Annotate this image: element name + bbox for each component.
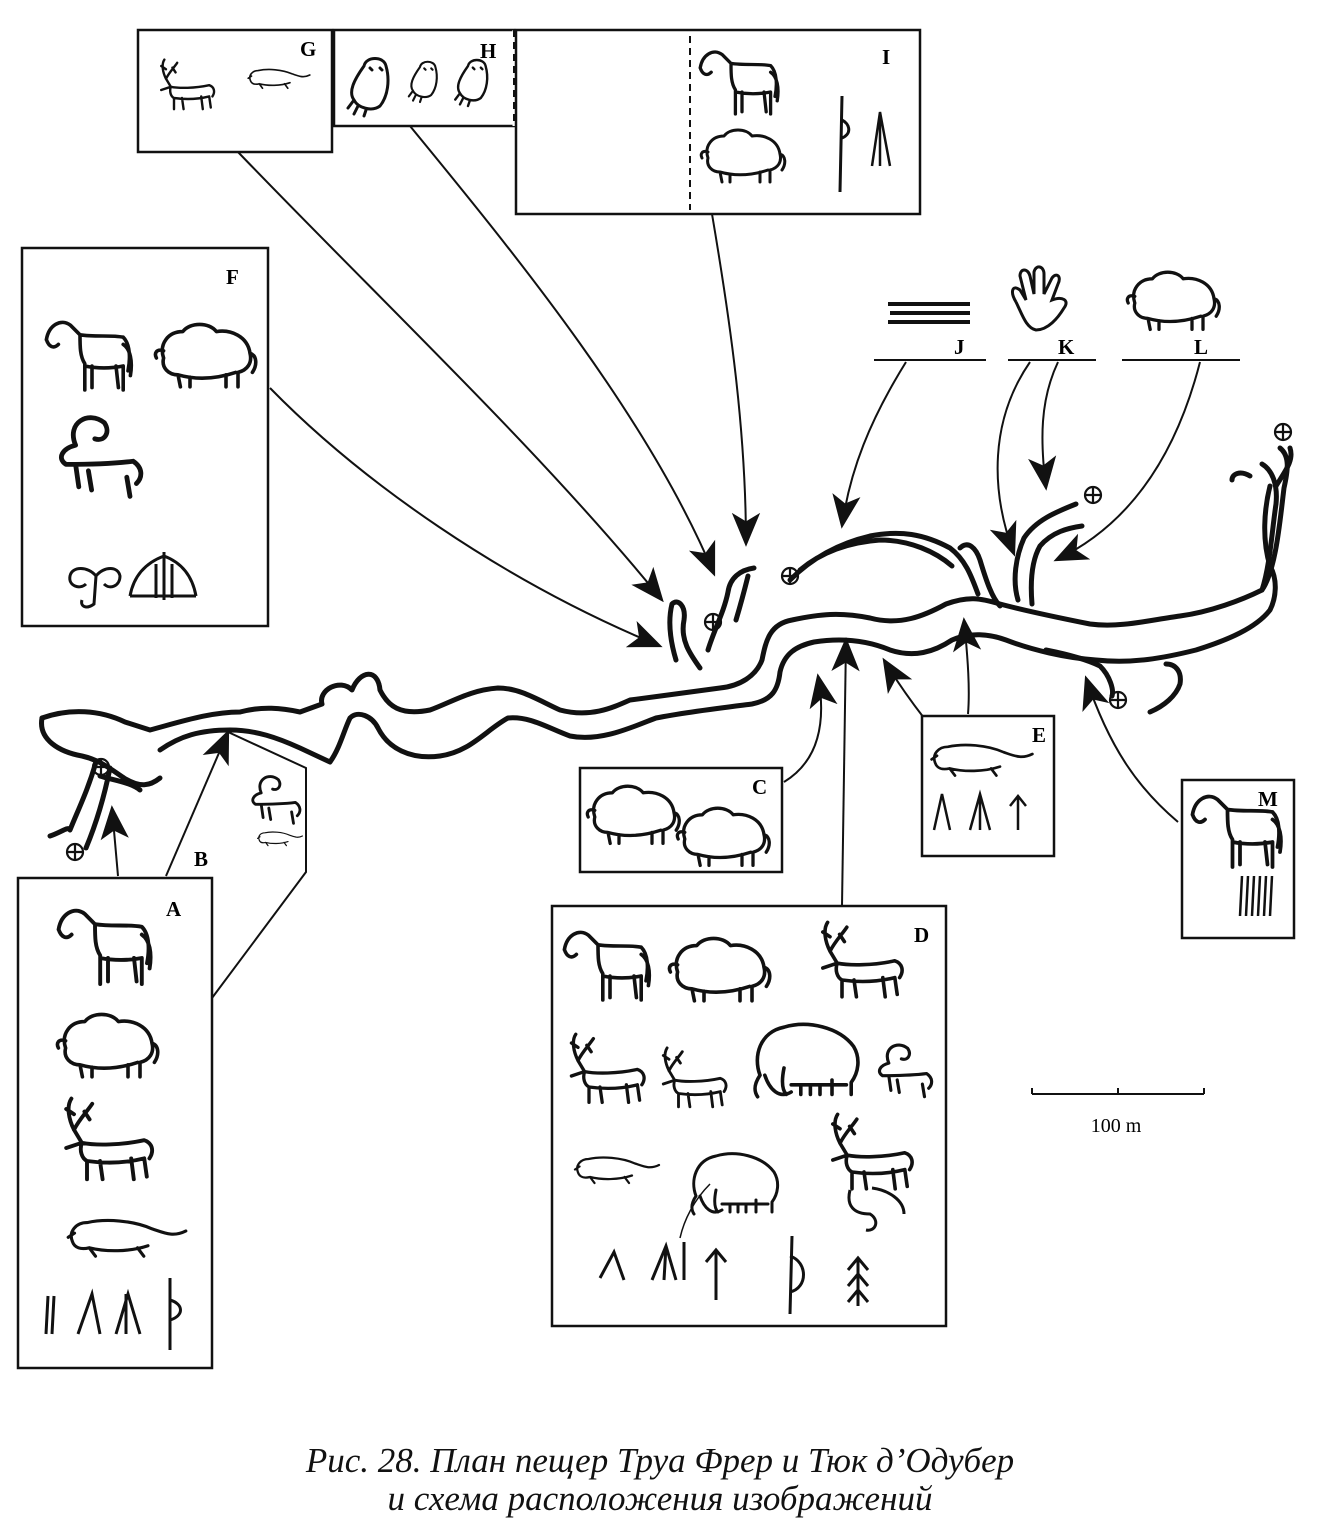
panel-label-c: C	[752, 775, 767, 799]
hand-stencil	[1011, 265, 1068, 332]
cave-outline	[39, 445, 1294, 851]
connector-g	[237, 151, 664, 603]
connector-h	[409, 125, 716, 577]
panel-label-d: D	[914, 923, 929, 947]
panel-m: M	[1180, 778, 1296, 940]
entrance-marker	[1083, 485, 1103, 505]
cave-upper-gallery	[787, 530, 1003, 609]
panel-label-b: B	[194, 847, 208, 871]
entrance-marker	[91, 757, 111, 777]
sign-notched-line	[838, 95, 851, 193]
connector-i	[711, 213, 761, 547]
connector-lines	[100, 125, 1201, 999]
connector-b-upper	[165, 729, 230, 877]
panel-a: A	[16, 876, 214, 1370]
panel-label-h: H	[480, 39, 496, 63]
panel-label-j: J	[954, 335, 965, 359]
sign-spiral	[68, 567, 122, 609]
connector-l	[1053, 361, 1201, 562]
connector-e	[953, 617, 982, 715]
panel-label-m: M	[1258, 787, 1278, 811]
cave-branch-m	[1043, 647, 1183, 715]
scale-label: 100 m	[1091, 1115, 1142, 1137]
connector-d	[831, 637, 860, 907]
panel-label-i: I	[882, 45, 890, 69]
panel-b: B	[194, 775, 303, 871]
connector-a	[100, 805, 129, 877]
panel-i: I	[514, 28, 922, 216]
cave-east-shaft	[1229, 445, 1294, 593]
cave-wall-outer	[39, 445, 1290, 733]
panel-c: C	[578, 766, 784, 874]
sign-tent	[128, 552, 198, 600]
entrance-marker	[1108, 690, 1128, 710]
panel-label-k: K	[1058, 335, 1075, 359]
panel-jkl: J K L	[874, 265, 1240, 361]
figure-caption-line-1: Рис. 28. План пещер Труа Фрер и Тюк д’Од…	[305, 1441, 1015, 1480]
connector-m	[1082, 675, 1179, 823]
signs-row	[44, 1278, 182, 1350]
cave-west-chamber	[39, 715, 163, 851]
dots-pattern	[888, 302, 970, 324]
entrance-marker	[65, 842, 85, 862]
figure-caption-line-2: и схема расположения изображений	[387, 1479, 933, 1518]
panel-label-g: G	[300, 37, 316, 61]
entrance-marker	[780, 566, 800, 586]
cave-branch-g	[667, 565, 757, 671]
panel-h: H	[332, 28, 516, 128]
connector-b-frame	[211, 731, 307, 999]
connector-k-left	[989, 361, 1031, 557]
panel-label-f: F	[226, 265, 239, 289]
entrance-marker	[703, 612, 723, 632]
cave-wall-inner	[157, 483, 1278, 765]
connector-e2	[882, 657, 925, 719]
leader-line	[679, 1183, 711, 1239]
scale-bar: 100 m	[1031, 1088, 1205, 1137]
sorcerer-legs	[847, 1186, 906, 1232]
panel-d: D	[550, 904, 948, 1328]
connector-k-right	[1028, 361, 1059, 491]
panel-f: F	[20, 246, 270, 628]
connector-j	[832, 361, 907, 529]
connector-c	[783, 673, 838, 783]
panel-label-a: A	[166, 897, 182, 921]
cave-branch-k	[1012, 501, 1085, 607]
connector-f	[269, 387, 663, 648]
panel-e: E	[920, 714, 1056, 858]
panel-label-e: E	[1032, 723, 1046, 747]
panel-label-l: L	[1194, 335, 1208, 359]
panel-g: G	[136, 28, 334, 154]
stroke-marks	[1238, 875, 1274, 917]
signs-row-d	[598, 1235, 870, 1315]
sign-tectiform	[870, 111, 892, 167]
entrance-marker	[1273, 422, 1293, 442]
signs-row-e	[932, 789, 1027, 831]
entrance-markers	[65, 422, 1293, 862]
